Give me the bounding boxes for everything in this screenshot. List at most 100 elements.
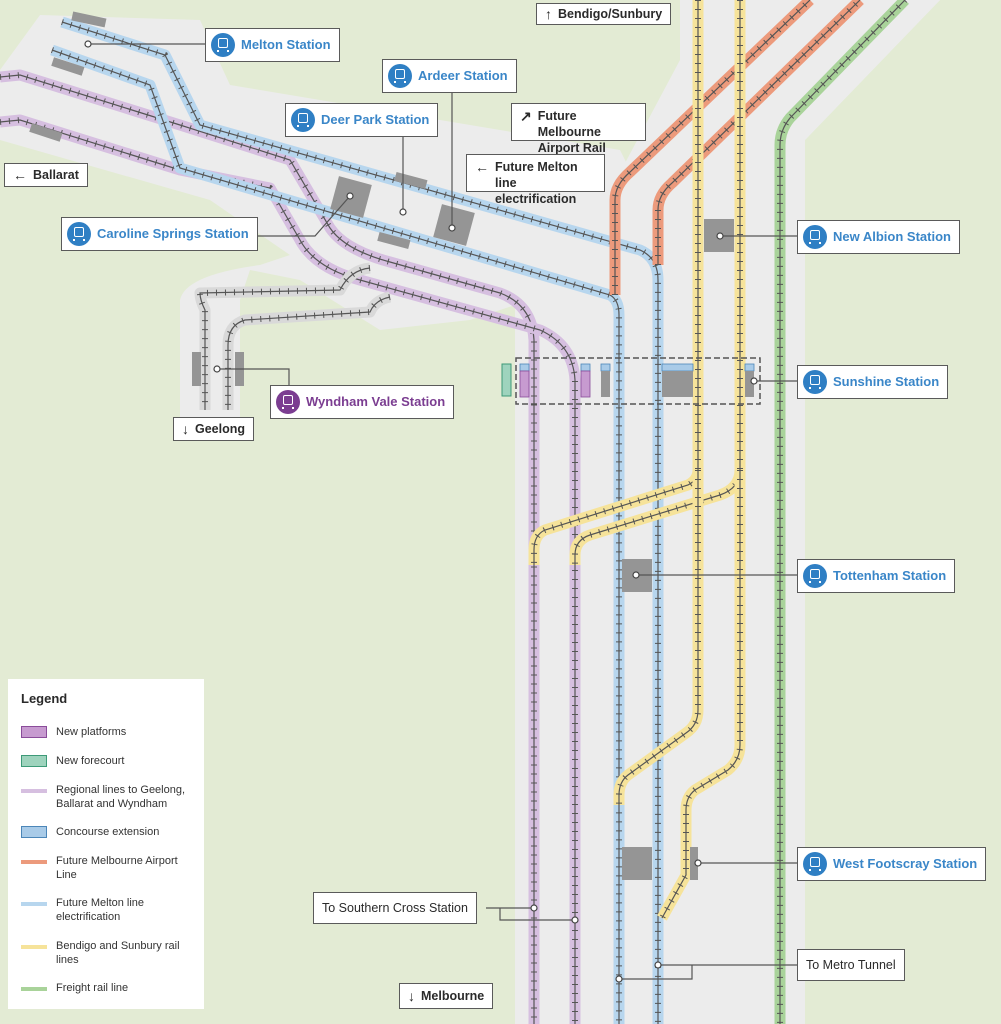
arrow-up-icon: ↑ xyxy=(545,6,552,22)
train-icon xyxy=(803,564,827,588)
wyndham-leader xyxy=(217,368,290,386)
legend-label: Concourse extension xyxy=(56,826,160,838)
ardeer-platform xyxy=(433,204,475,246)
station-label-caroline-springs[interactable]: Caroline Springs Station xyxy=(61,217,258,251)
direction-metro-tunnel: To Metro Tunnel xyxy=(797,949,905,981)
geelong-line-1-track xyxy=(199,267,371,410)
station-label-wyndham-vale[interactable]: Wyndham Vale Station xyxy=(270,385,455,419)
metro-tunnel-dot-2 xyxy=(615,975,623,983)
train-icon xyxy=(803,370,827,394)
legend-label: Regional lines to Geelong, Ballarat and … xyxy=(56,784,186,810)
legend-swatch xyxy=(21,826,47,838)
rail-lines xyxy=(0,0,909,1024)
melton-dot xyxy=(84,40,92,48)
station-label-new-albion[interactable]: New Albion Station xyxy=(797,220,960,254)
arrow-left-icon: ← xyxy=(13,167,27,183)
legend-item: New platforms xyxy=(21,725,196,739)
legend-label: New platforms xyxy=(56,726,127,738)
metro-tunnel-dot-1 xyxy=(654,961,662,969)
legend-item: Future Melbourne Airport Line xyxy=(21,854,196,882)
legend-swatch xyxy=(21,945,47,949)
legend-swatch xyxy=(21,755,47,767)
caroline-springs-dot xyxy=(346,192,354,200)
legend-label: Bendigo and Sunbury rail lines xyxy=(56,940,180,966)
sunshine-new-platform-1 xyxy=(519,370,530,398)
metro-tunnel-leader-2 xyxy=(619,965,693,980)
station-label-deer-park[interactable]: Deer Park Station xyxy=(285,103,439,137)
train-icon xyxy=(803,225,827,249)
legend-swatch xyxy=(21,860,47,864)
legend-label: Future Melton line electrification xyxy=(56,897,145,923)
airport-line-1-track xyxy=(614,0,811,295)
bendigo-line-3-track xyxy=(618,470,699,805)
train-icon xyxy=(211,33,235,57)
sunshine-concourse-4 xyxy=(661,363,694,372)
regional-line-1-track xyxy=(0,74,535,1024)
southern-cross-dot-2 xyxy=(571,916,579,924)
train-icon xyxy=(67,222,91,246)
arrow-down-icon: ↓ xyxy=(182,421,189,437)
direction-geelong: ↓ Geelong xyxy=(173,417,255,441)
sunshine-dot xyxy=(750,377,758,385)
direction-southern-cross: To Southern Cross Station xyxy=(313,892,477,924)
melton-line-1-sleepers xyxy=(61,19,661,1024)
station-label-tottenham[interactable]: Tottenham Station xyxy=(797,559,956,593)
sunshine-concourse-1 xyxy=(519,363,530,372)
arrow-up-right-icon: ↗ xyxy=(520,108,532,124)
train-icon xyxy=(291,108,315,132)
legend-item: Concourse extension xyxy=(21,825,196,839)
station-label-sunshine[interactable]: Sunshine Station xyxy=(797,365,949,399)
station-label-west-footscray[interactable]: West Footscray Station xyxy=(797,847,987,881)
legend-item: New forecourt xyxy=(21,754,196,768)
station-dots xyxy=(84,40,758,983)
melton-platform-1 xyxy=(71,11,107,28)
train-icon xyxy=(803,852,827,876)
melton-line-2-sleepers xyxy=(50,47,622,1024)
deer-park-dot xyxy=(399,208,407,216)
train-icon xyxy=(276,390,300,414)
southern-cross-leader-2 xyxy=(499,908,575,921)
sunshine-platform-5 xyxy=(745,371,754,397)
sunshine-concourse-3 xyxy=(600,363,611,372)
legend-label: Freight rail line xyxy=(56,982,129,994)
bendigo-line-4-sleepers xyxy=(659,470,743,920)
legend-label: Future Melbourne Airport Line xyxy=(56,855,178,881)
west-footscray-dot xyxy=(694,859,702,867)
southern-cross-dot-1 xyxy=(530,904,538,912)
legend-swatch xyxy=(21,789,47,793)
sunshine-platform-4 xyxy=(662,371,693,397)
legend-item: Bendigo and Sunbury rail lines xyxy=(21,939,196,967)
caroline-springs-leader xyxy=(250,195,351,237)
legend-swatch xyxy=(21,726,47,738)
legend-title: Legend xyxy=(21,691,68,706)
sunshine-concourse-2 xyxy=(580,363,591,372)
legend-swatch xyxy=(21,987,47,991)
legend-item: Regional lines to Geelong, Ballarat and … xyxy=(21,783,196,811)
sunshine-new-platform-2 xyxy=(580,370,591,398)
deer-park-platform-2 xyxy=(377,231,411,249)
direction-airport-rail: ↗ Future Melbourne Airport Rail xyxy=(511,103,646,155)
arrow-down-icon: ↓ xyxy=(408,988,415,1004)
sunshine-concourse-5 xyxy=(744,363,755,372)
airport-line-2-track xyxy=(657,0,861,265)
direction-bendigo-sunbury: ↑ Bendigo/Sunbury xyxy=(536,3,672,25)
station-label-ardeer[interactable]: Ardeer Station xyxy=(382,59,517,93)
wyndham-dot xyxy=(213,365,221,373)
freight-line-track xyxy=(779,0,906,1024)
legend-label: New forecourt xyxy=(56,755,125,767)
geelong-line-2-sleepers xyxy=(225,294,391,410)
label-leader-lines xyxy=(88,43,797,980)
legend-item: Freight rail line xyxy=(21,981,196,995)
direction-melton-electrification: ← Future Melton line electrification xyxy=(466,154,605,206)
direction-ballarat: ← Ballarat xyxy=(4,163,88,187)
legend-item: Future Melton line electrification xyxy=(21,896,196,924)
west-footscray-platform-2 xyxy=(690,847,698,880)
sunshine-platform-3 xyxy=(601,371,610,397)
wyndham-platform-1 xyxy=(192,352,201,386)
arrow-left-icon: ← xyxy=(475,159,489,175)
station-label-melton[interactable]: Melton Station xyxy=(205,28,340,62)
direction-melbourne: ↓ Melbourne xyxy=(399,983,494,1009)
legend-swatch xyxy=(21,902,47,906)
new-albion-dot xyxy=(716,232,724,240)
